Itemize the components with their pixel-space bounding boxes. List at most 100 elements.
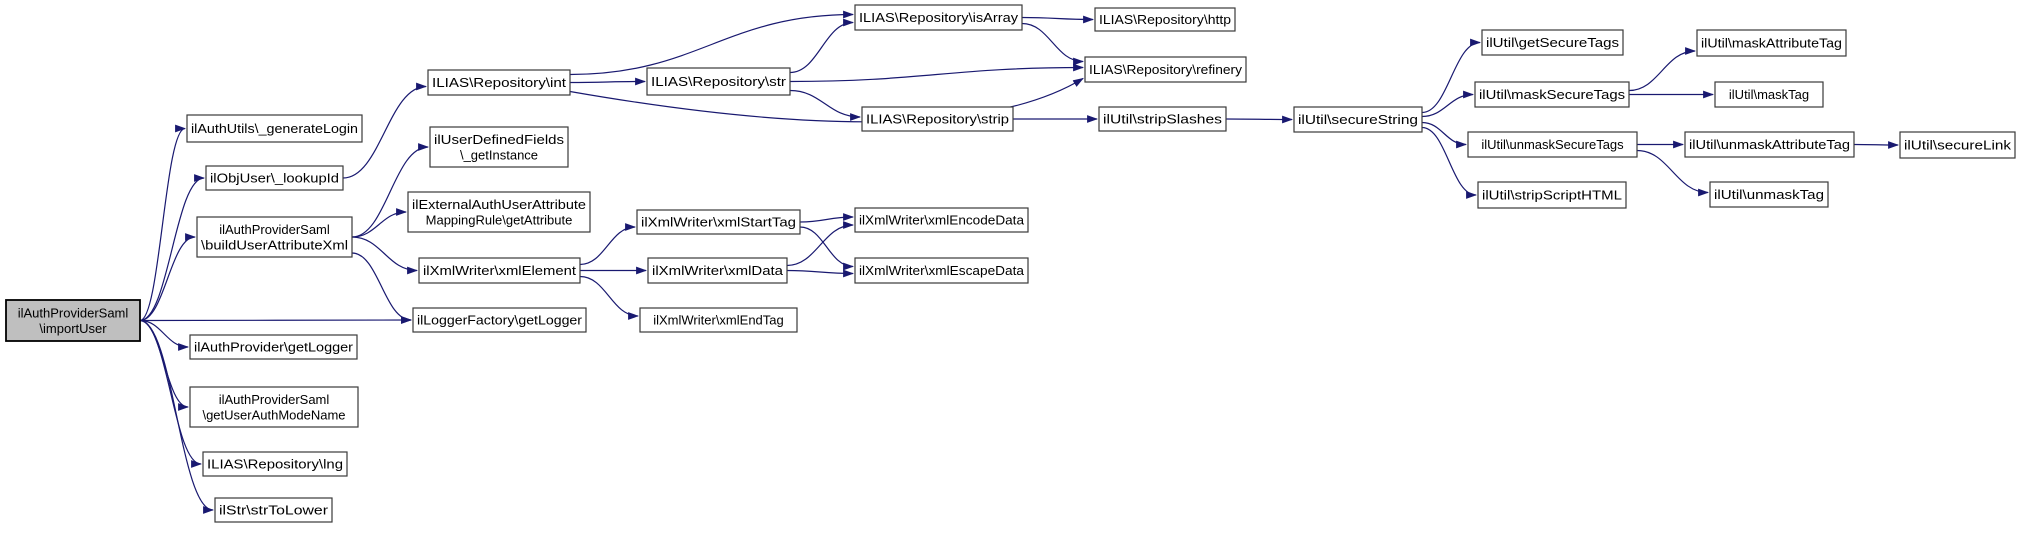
node-box-authGetLogger[interactable]	[189, 334, 358, 360]
node-loggerFactory[interactable]: ilLoggerFactory\getLogger	[412, 307, 587, 333]
node-label-getInstance-line0: ilUserDefinedFields	[434, 132, 565, 147]
node-strip[interactable]: ILIAS\Repository\strip	[861, 106, 1014, 132]
node-xmlElement[interactable]: ilXmlWriter\xmlElement	[418, 257, 581, 284]
node-buildUserAttributeXml[interactable]: ilAuthProviderSaml\buildUserAttributeXml	[196, 216, 353, 258]
node-unmaskAttributeTag[interactable]: ilUtil\unmaskAttributeTag	[1684, 131, 1855, 158]
node-box-strToLower[interactable]	[214, 497, 333, 523]
edge-str-to-refinery	[789, 63, 1085, 83]
node-label-xmlStartTag-line0: ilXmlWriter\xmlStartTag	[641, 215, 796, 230]
node-box-getUserAuthModeName[interactable]	[189, 386, 359, 428]
node-box-refinery[interactable]	[1084, 56, 1247, 83]
node-label-getAttribute-line0: ilExternalAuthUserAttribute	[412, 197, 586, 212]
node-getInstance[interactable]: ilUserDefinedFields\_getInstance	[429, 126, 569, 168]
node-label-str-line0: ILIAS\Repository\str	[651, 74, 787, 89]
node-label-refinery-line0: ILIAS\Repository\refinery	[1089, 62, 1243, 77]
node-strToLower[interactable]: ilStr\strToLower	[214, 497, 333, 523]
node-isArray[interactable]: ILIAS\Repository\isArray	[854, 4, 1023, 31]
node-box-getInstance[interactable]	[429, 126, 569, 168]
node-box-lookupId[interactable]	[205, 165, 344, 191]
node-box-int[interactable]	[427, 69, 571, 96]
edge-buildUserAttributeXml-to-loggerFactory	[351, 252, 413, 324]
edge-secureString-to-getSecureTags	[1421, 38, 1482, 114]
node-box-xmlEncodeData[interactable]	[854, 207, 1029, 233]
node-box-unmaskSecureTags[interactable]	[1467, 131, 1638, 158]
node-box-maskSecureTags[interactable]	[1474, 81, 1630, 108]
node-box-unmaskAttributeTag[interactable]	[1684, 131, 1855, 158]
edge-int-to-isArray	[569, 10, 855, 76]
node-box-buildUserAttributeXml[interactable]	[196, 216, 353, 258]
node-unmaskSecureTags[interactable]: ilUtil\unmaskSecureTags	[1467, 131, 1638, 158]
edge-isArray-to-refinery	[1021, 22, 1085, 66]
node-getSecureTags[interactable]: ilUtil\getSecureTags	[1481, 29, 1624, 56]
node-stripSlashes[interactable]: ilUtil\stripSlashes	[1098, 106, 1227, 132]
node-label-maskAttributeTag-line0: ilUtil\maskAttributeTag	[1701, 36, 1842, 51]
node-xmlStartTag[interactable]: ilXmlWriter\xmlStartTag	[636, 209, 801, 235]
node-xmlEndTag[interactable]: ilXmlWriter\xmlEndTag	[639, 307, 798, 333]
node-secureLink[interactable]: ilUtil\secureLink	[1899, 131, 2016, 159]
node-maskTag[interactable]: ilUtil\maskTag	[1714, 81, 1824, 108]
node-box-unmaskTag[interactable]	[1709, 181, 1829, 208]
node-box-secureLink[interactable]	[1899, 131, 2016, 159]
node-int[interactable]: ILIAS\Repository\int	[427, 69, 571, 96]
node-secureString[interactable]: ilUtil\secureString	[1293, 106, 1423, 133]
edge-unmaskSecureTags-to-unmaskTag	[1636, 149, 1710, 197]
node-unmaskTag[interactable]: ilUtil\unmaskTag	[1709, 181, 1829, 208]
node-box-stripScriptHTML[interactable]	[1477, 181, 1627, 209]
node-box-loggerFactory[interactable]	[412, 307, 587, 333]
node-label-getAttribute-line1: MappingRule\getAttribute	[426, 212, 573, 227]
node-box-maskTag[interactable]	[1714, 81, 1824, 108]
node-box-isArray[interactable]	[854, 4, 1023, 31]
node-label-xmlEndTag-line0: ilXmlWriter\xmlEndTag	[653, 313, 784, 328]
node-box-generateLogin[interactable]	[186, 114, 363, 143]
node-refinery[interactable]: ILIAS\Repository\refinery	[1084, 56, 1247, 83]
node-box-stripSlashes[interactable]	[1098, 106, 1227, 132]
node-maskSecureTags[interactable]: ilUtil\maskSecureTags	[1474, 81, 1630, 108]
node-box-xmlStartTag[interactable]	[636, 209, 801, 235]
node-label-http-line0: ILIAS\Repository\http	[1099, 12, 1231, 27]
node-box-strip[interactable]	[861, 106, 1014, 132]
node-getAttribute[interactable]: ilExternalAuthUserAttributeMappingRule\g…	[407, 191, 591, 233]
node-generateLogin[interactable]: ilAuthUtils\_generateLogin	[186, 114, 363, 143]
edge-xmlElement-to-xmlStartTag	[579, 223, 637, 266]
node-xmlEscapeData[interactable]: ilXmlWriter\xmlEscapeData	[854, 257, 1029, 284]
node-http[interactable]: ILIAS\Repository\http	[1094, 7, 1236, 32]
edge-importUser-to-generateLogin	[139, 124, 187, 322]
node-importUser[interactable]: ilAuthProviderSaml\importUser	[5, 299, 141, 342]
node-box-importUser[interactable]	[5, 299, 141, 342]
node-stripScriptHTML[interactable]: ilUtil\stripScriptHTML	[1477, 181, 1627, 209]
edge-lookupId-to-int	[342, 82, 428, 179]
node-label-buildUserAttributeXml-line1: \buildUserAttributeXml	[201, 237, 348, 252]
node-lookupId[interactable]: ilObjUser\_lookupId	[205, 165, 344, 191]
node-authGetLogger[interactable]: ilAuthProvider\getLogger	[189, 334, 358, 360]
node-label-unmaskTag-line0: ilUtil\unmaskTag	[1714, 187, 1824, 202]
node-box-maskAttributeTag[interactable]	[1696, 29, 1847, 57]
node-box-http[interactable]	[1094, 7, 1236, 32]
node-box-str[interactable]	[646, 67, 791, 96]
edge-buildUserAttributeXml-to-xmlElement	[351, 236, 419, 275]
node-box-xmlElement[interactable]	[418, 257, 581, 284]
node-xmlData[interactable]: ilXmlWriter\xmlData	[647, 257, 788, 284]
node-label-getUserAuthModeName-line0: ilAuthProviderSaml	[219, 392, 330, 407]
node-box-xmlData[interactable]	[647, 257, 788, 284]
edge-importUser-to-loggerFactory	[139, 316, 413, 324]
node-getUserAuthModeName[interactable]: ilAuthProviderSaml\getUserAuthModeName	[189, 386, 359, 428]
edge-secureString-to-maskSecureTags	[1421, 90, 1475, 118]
node-str[interactable]: ILIAS\Repository\str	[646, 67, 791, 96]
node-label-getUserAuthModeName-line1: \getUserAuthModeName	[202, 407, 345, 422]
node-label-stripScriptHTML-line0: ilUtil\stripScriptHTML	[1482, 188, 1622, 203]
node-label-xmlEncodeData-line0: ilXmlWriter\xmlEncodeData	[859, 213, 1025, 228]
node-maskAttributeTag[interactable]: ilUtil\maskAttributeTag	[1696, 29, 1847, 57]
node-box-xmlEscapeData[interactable]	[854, 257, 1029, 284]
node-box-getSecureTags[interactable]	[1481, 29, 1624, 56]
node-lng[interactable]: ILIAS\Repository\lng	[202, 451, 348, 477]
node-label-isArray-line0: ILIAS\Repository\isArray	[859, 10, 1019, 25]
node-xmlEncodeData[interactable]: ilXmlWriter\xmlEncodeData	[854, 207, 1029, 233]
node-box-secureString[interactable]	[1293, 106, 1423, 133]
edge-xmlData-to-xmlEscapeData	[786, 269, 855, 278]
node-box-lng[interactable]	[202, 451, 348, 477]
node-box-xmlEndTag[interactable]	[639, 307, 798, 333]
node-box-getAttribute[interactable]	[407, 191, 591, 233]
node-label-xmlElement-line0: ilXmlWriter\xmlElement	[423, 263, 576, 278]
